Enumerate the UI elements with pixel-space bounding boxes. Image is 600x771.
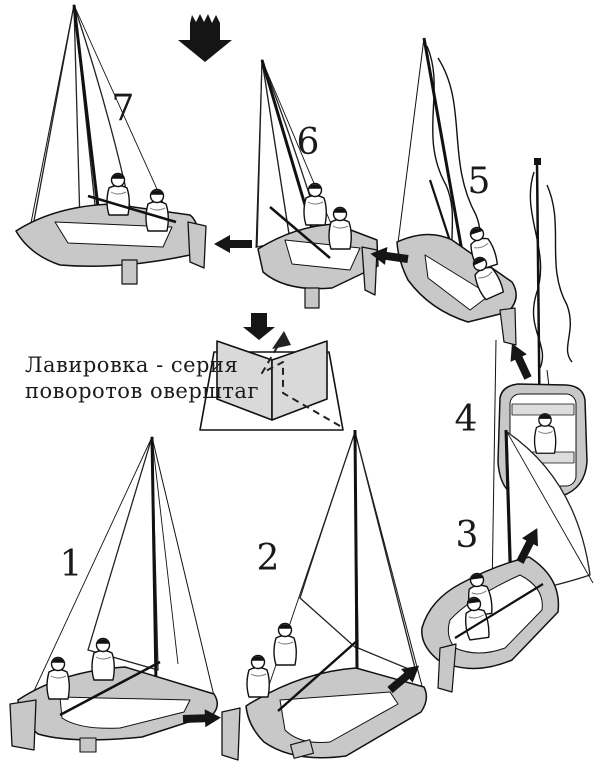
dashed-tack-course	[261, 343, 341, 427]
step-number-2: 2	[257, 538, 280, 579]
crew-figure	[328, 206, 352, 250]
boat-step-6	[255, 59, 379, 309]
step-number-3: 3	[456, 515, 479, 556]
step-number-5: 5	[468, 161, 491, 202]
step-number-7: 7	[112, 88, 135, 129]
boat-step-2	[221, 429, 428, 761]
wind-arrow-icon	[178, 14, 232, 62]
caption-line-1: Лавировка - серия	[25, 353, 238, 377]
course-arrowhead-icon	[272, 331, 291, 349]
tacking-course-inset	[199, 313, 344, 431]
crew-figure	[246, 654, 270, 698]
step-number-6: 6	[297, 122, 320, 163]
caption-line-2: поворотов оверштаг	[25, 379, 259, 403]
inset-wind-arrow-icon	[243, 313, 275, 340]
step-number-1: 1	[60, 544, 83, 585]
crew-figure	[145, 188, 169, 232]
caption: Лавировка - серия поворотов оверштаг	[25, 353, 259, 403]
crew-figure	[46, 656, 70, 700]
crew-figure	[273, 622, 297, 666]
boat-step-5	[396, 37, 517, 346]
boat-step-7	[15, 4, 207, 285]
arrow-step6-to-step7	[214, 235, 252, 253]
boat-step-1	[9, 436, 218, 753]
step-number-4: 4	[455, 399, 478, 440]
arrow-step4-to-step5	[503, 339, 537, 382]
